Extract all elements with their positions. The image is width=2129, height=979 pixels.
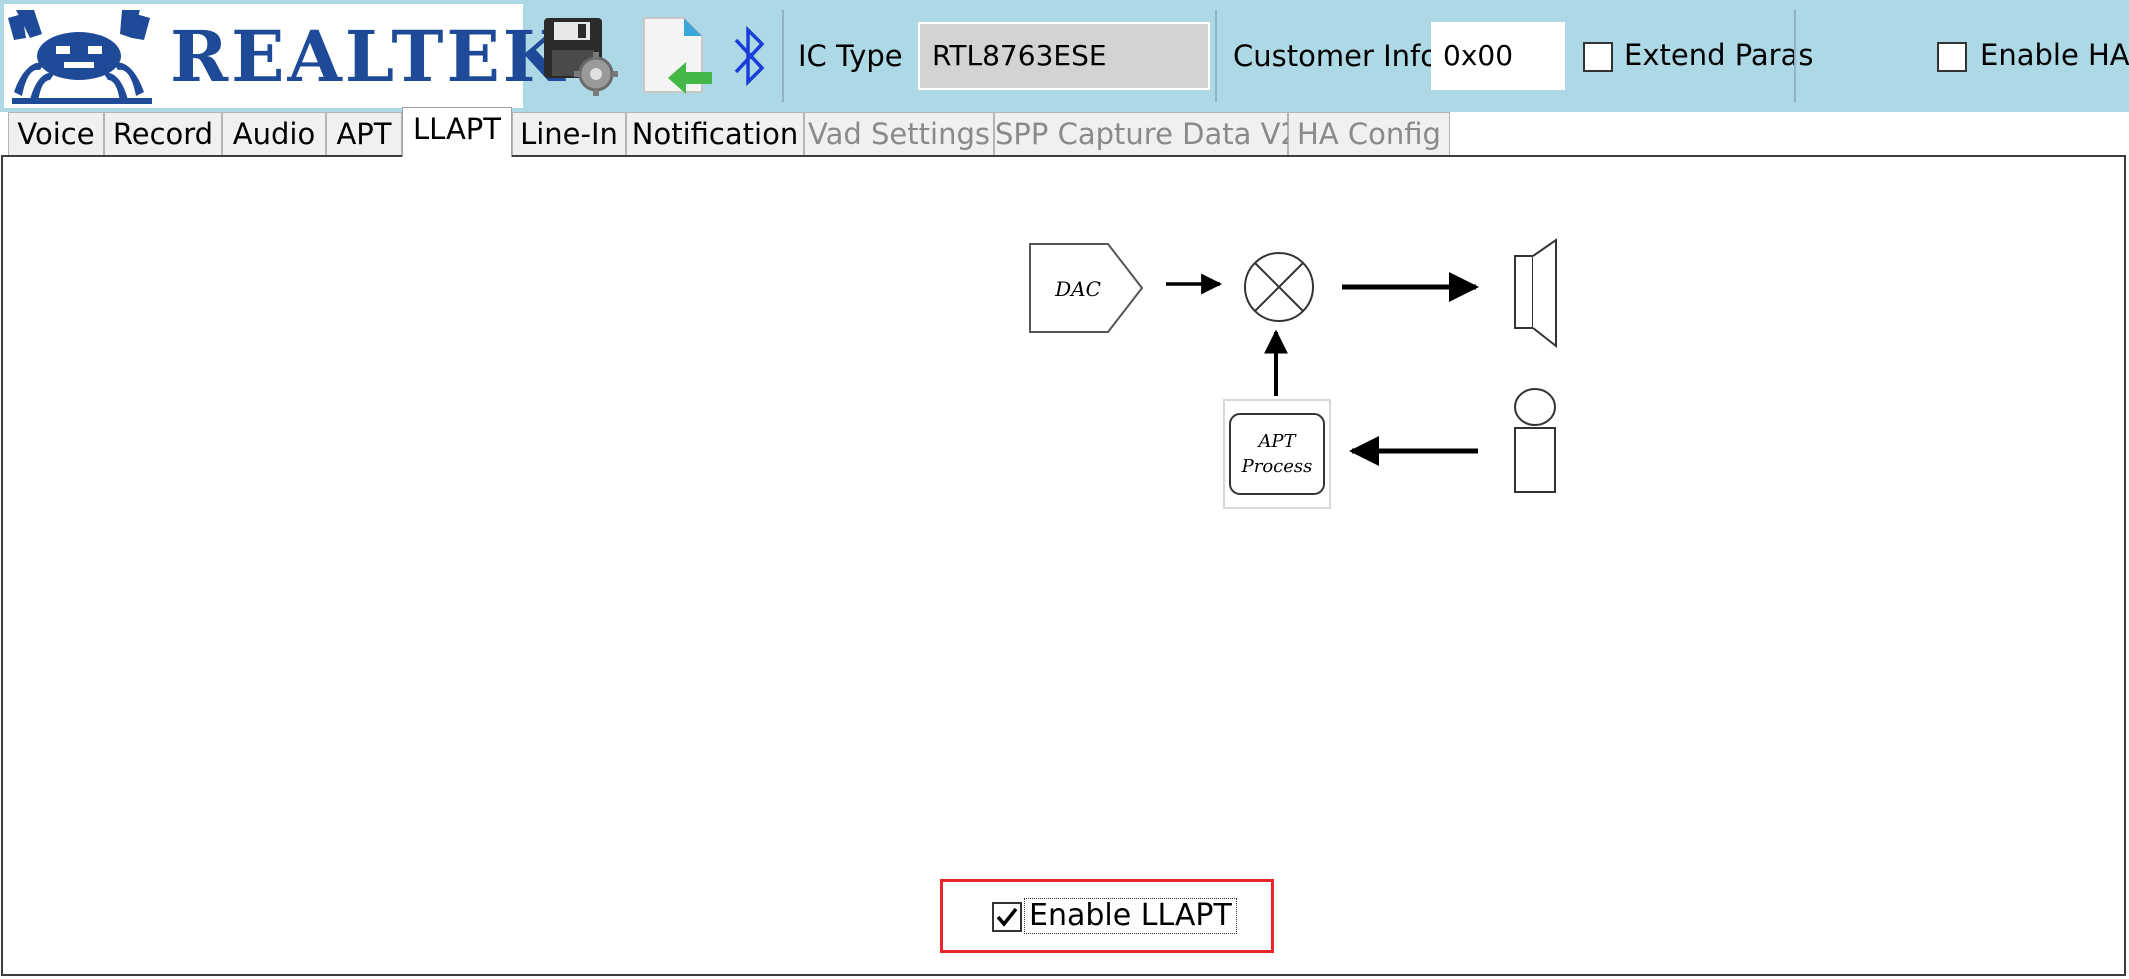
header-separator <box>782 10 784 102</box>
customer-info-input[interactable]: 0x00 <box>1431 22 1565 90</box>
tab-record[interactable]: Record <box>104 112 222 156</box>
tab-line-in[interactable]: Line-In <box>512 112 626 156</box>
dac-label: DAC <box>1054 277 1101 301</box>
tab-apt[interactable]: APT <box>326 112 402 156</box>
tab-voice[interactable]: Voice <box>8 112 104 156</box>
toolbar-header: REALTEK IC <box>0 0 2129 112</box>
enable-llapt-checkbox[interactable] <box>992 902 1022 932</box>
apt-process-block: APT Process <box>1223 399 1331 509</box>
checkmark-icon <box>996 907 1018 927</box>
enable-ha-label: Enable HA <box>1980 38 2129 72</box>
ic-type-label: IC Type <box>798 39 903 73</box>
enable-ha-checkbox[interactable] <box>1937 42 1967 72</box>
mixer-symbol <box>1244 252 1314 322</box>
dac-block: DAC <box>1029 243 1144 333</box>
load-file-icon[interactable] <box>640 14 716 96</box>
extend-paras-label: Extend Paras <box>1624 38 1814 72</box>
enable-llapt-label[interactable]: Enable LLAPT <box>1024 898 1237 934</box>
tab-notification[interactable]: Notification <box>626 112 804 156</box>
customer-info-label: Customer Info <box>1233 39 1438 73</box>
speaker-icon <box>1514 238 1557 349</box>
save-settings-icon[interactable] <box>542 16 618 96</box>
tab-vad-settings[interactable]: Vad Settings <box>804 112 994 156</box>
realtek-crab-logo-icon <box>8 10 152 104</box>
bluetooth-icon[interactable] <box>730 20 770 92</box>
extend-paras-checkbox[interactable] <box>1583 42 1613 72</box>
tab-ha-config[interactable]: HA Config <box>1288 112 1450 156</box>
realtek-logo-text: REALTEK <box>170 15 567 98</box>
tab-audio[interactable]: Audio <box>222 112 326 156</box>
tab-llapt[interactable]: LLAPT <box>402 107 512 157</box>
tab-spp-capture-data-v2[interactable]: SPP Capture Data V2 <box>994 112 1299 156</box>
header-separator <box>1794 10 1796 102</box>
ic-type-field[interactable]: RTL8763ESE <box>918 22 1210 90</box>
microphone-icon <box>1514 388 1556 493</box>
header-separator <box>1215 10 1217 102</box>
realtek-logo: REALTEK <box>4 4 564 108</box>
apt-process-line2: Process <box>1241 456 1313 477</box>
highlight-box <box>940 879 1274 953</box>
apt-process-line1: APT <box>1256 431 1297 452</box>
